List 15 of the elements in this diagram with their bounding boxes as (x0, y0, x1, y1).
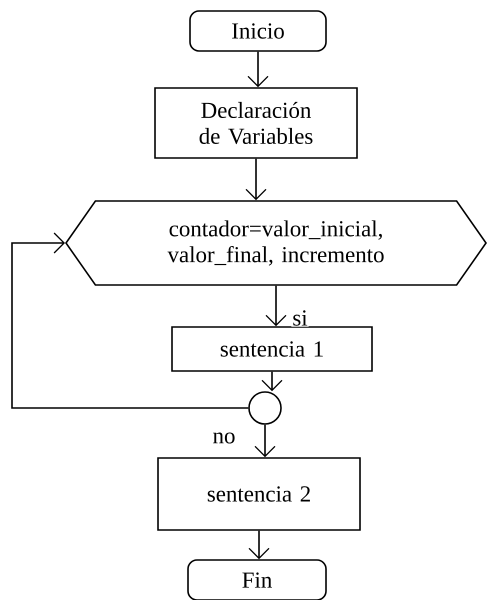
edge-label: si (291, 309, 309, 327)
end-terminal: Fin (187, 559, 327, 600)
arrow (246, 158, 266, 200)
process-box: sentencia 2 (157, 457, 361, 531)
arrow (254, 424, 276, 458)
arrow (248, 52, 268, 88)
arrow (11, 232, 248, 409)
loop-hexagon: contador=valor_inicial, valor_final, incremento (65, 200, 487, 286)
edge-label: no (212, 432, 236, 445)
arrow (248, 530, 270, 560)
connector-circle (248, 391, 282, 425)
process-box: sentencia 1 (171, 326, 373, 372)
start-terminal: Inicio (189, 10, 327, 52)
process-box: Declaración de Variables (154, 87, 358, 159)
arrow (266, 286, 286, 326)
